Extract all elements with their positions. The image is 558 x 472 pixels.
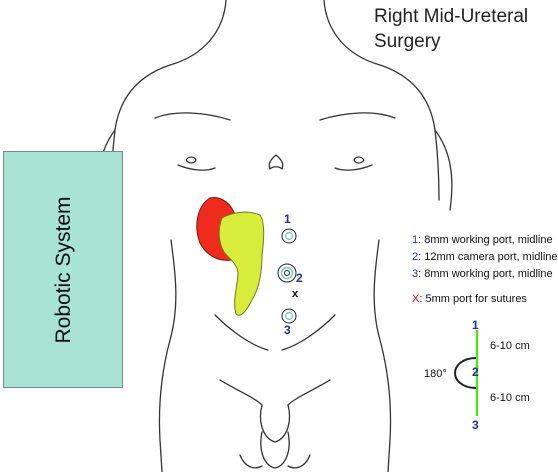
spacing-label-1: 1 [472,318,479,332]
legend-key: 3 [412,268,419,280]
angle-arc [453,357,477,389]
legend-item-2: 2: 12mm camera port, midline [412,251,558,263]
port-2-label: 2 [296,271,303,285]
spacing-label-2: 2 [472,365,479,379]
legend-key: 2 [412,251,419,263]
diagram-title-line2: Surgery [374,31,441,52]
suture-port-mark: x [292,288,299,300]
port-1 [281,228,297,244]
legend-text: : 8mm working port, midline [418,268,553,280]
legend-item-3: 3: 8mm working port, midline [412,268,553,280]
port-1-label: 1 [284,212,291,226]
legend-key: X [412,293,420,305]
diagram-title-line1: Right Mid-Ureteral [374,6,529,27]
legend-key: 1 [412,234,419,246]
legend-text: : 5mm port for sutures [419,293,527,305]
legend-text: : 12mm camera port, midline [418,251,558,263]
legend-item-suture: X: 5mm port for sutures [412,293,527,305]
legend-item-1: 1: 8mm working port, midline [412,234,553,246]
robotic-system-box: Robotic System [3,151,123,388]
colon-shape [218,211,265,316]
spacing-label-3: 3 [472,418,479,432]
torso-outline [97,0,453,472]
legend-text: : 8mm working port, midline [418,234,553,246]
port-3-label: 3 [284,323,291,337]
upper-distance-label: 6-10 cm [490,340,530,352]
port-3 [281,308,297,324]
lower-distance-label: 6-10 cm [490,392,530,404]
port-2 [277,263,297,283]
robotic-system-label: Robotic System [52,196,75,344]
angle-label: 180° [424,368,447,380]
